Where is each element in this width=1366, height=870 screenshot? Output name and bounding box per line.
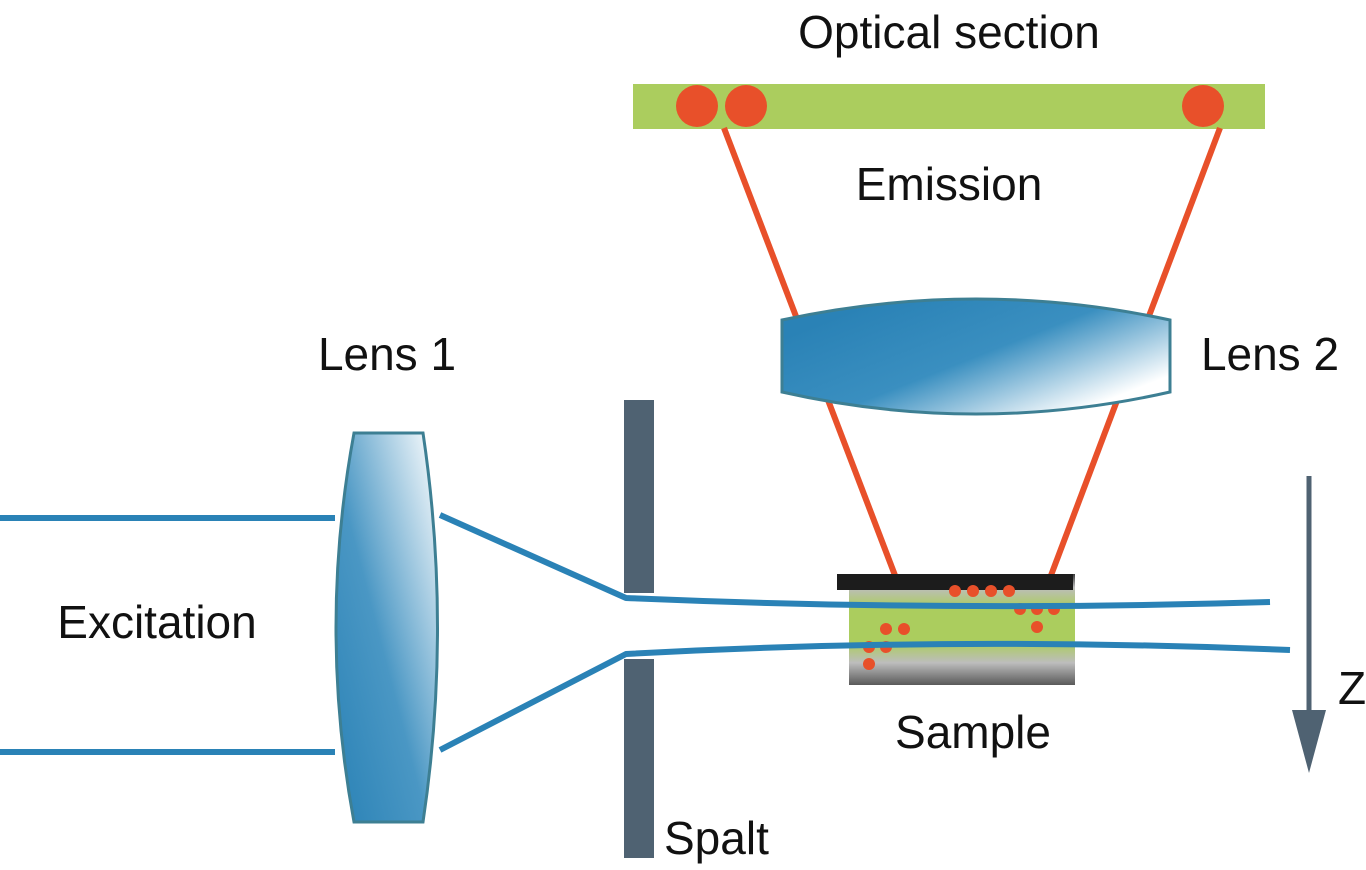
slit-lower — [624, 659, 654, 858]
fluorophore — [880, 623, 892, 635]
fluorophore — [1031, 621, 1043, 633]
label-optical-section: Optical section — [798, 6, 1100, 58]
fluorophore — [863, 658, 875, 670]
label-lens-2: Lens 2 — [1201, 328, 1339, 380]
excitation-beam — [0, 512, 1291, 755]
label-emission: Emission — [856, 158, 1043, 210]
label-spalt: Spalt — [664, 812, 769, 864]
fluorophore-spot — [1182, 85, 1224, 127]
fluorophore — [967, 585, 979, 597]
lens-1 — [334, 431, 439, 824]
lens-2 — [780, 297, 1172, 416]
fluorophore-spot — [725, 85, 767, 127]
slit-upper — [624, 400, 654, 593]
sample — [837, 574, 1075, 685]
fluorophore — [898, 623, 910, 635]
fluorophore — [949, 585, 961, 597]
light-sheet-top — [438, 512, 1271, 610]
z-axis-arrowhead — [1292, 710, 1326, 773]
light-sheet-bottom — [438, 640, 1291, 753]
label-sample: Sample — [895, 706, 1051, 758]
label-lens-1: Lens 1 — [318, 328, 456, 380]
fluorophore — [1003, 585, 1015, 597]
z-axis-arrow — [1292, 476, 1326, 773]
label-excitation: Excitation — [57, 596, 256, 648]
optical-section-spots — [676, 85, 1224, 127]
sample-top-cap — [837, 574, 1073, 590]
fluorophore-spot — [676, 85, 718, 127]
label-z-axis: Z — [1338, 662, 1366, 714]
fluorophore — [985, 585, 997, 597]
